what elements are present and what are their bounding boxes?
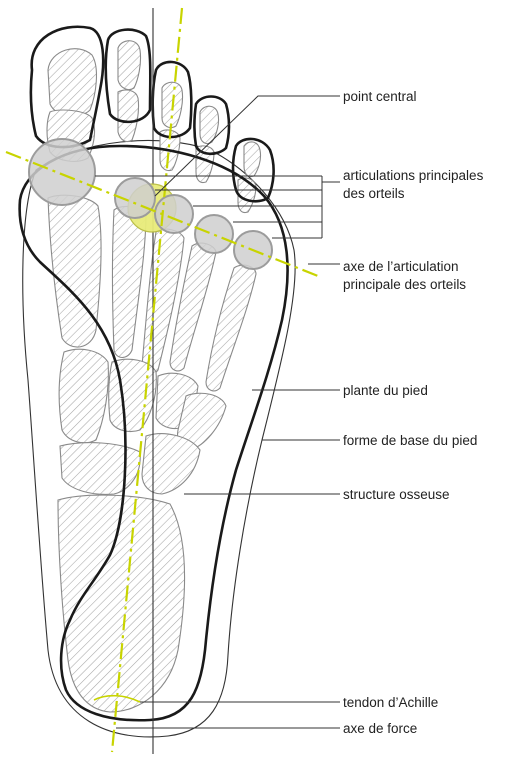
label-point-central: point central (343, 89, 417, 104)
label-forme-base: forme de base du pied (343, 433, 477, 448)
label-tendon: tendon d’Achille (343, 695, 438, 710)
label-axe-articulation-line1: axe de l’articulation (343, 259, 459, 274)
label-articulations-line2: des orteils (343, 186, 405, 201)
labels: point central articulations principales … (343, 89, 484, 736)
label-structure: structure osseuse (343, 487, 450, 502)
label-axe-articulation-line2: principale des orteils (343, 277, 466, 292)
label-articulations-line1: articulations principales (343, 168, 484, 183)
label-axe-force: axe de force (343, 721, 417, 736)
joint-toe4 (195, 215, 233, 253)
joint-hallux (29, 139, 95, 205)
label-plante: plante du pied (343, 383, 428, 398)
